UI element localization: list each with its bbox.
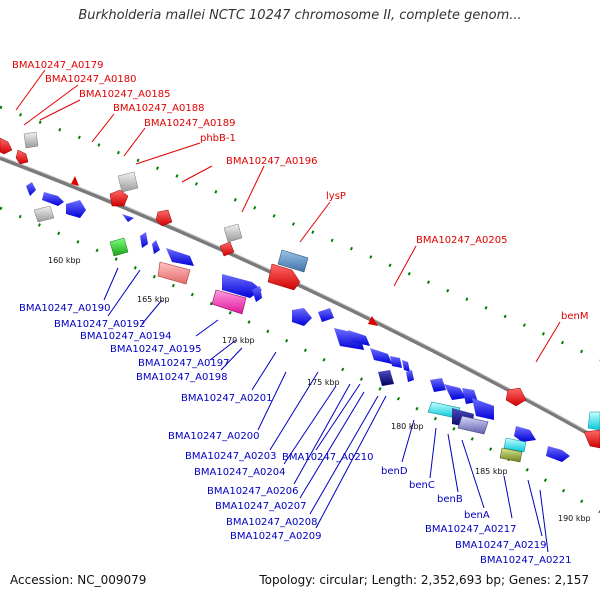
gene-label: BMA10247_A0197: [138, 358, 229, 369]
gene-feature: [368, 316, 378, 326]
gene-feature: [33, 205, 55, 223]
gene-label: BMA10247_A0210: [282, 452, 373, 463]
gene-label: phbB-1: [200, 133, 236, 144]
gene-label: BMA10247_A0190: [19, 303, 110, 314]
gene-feature: [430, 378, 446, 392]
ruler-label: 165 kbp: [137, 295, 170, 304]
gene-label: BMA10247_A0209: [230, 531, 321, 542]
gene-label: BMA10247_A0195: [110, 344, 201, 355]
gene-feature: [318, 308, 334, 322]
gene-feature: [109, 237, 129, 257]
top-labels: BMA10247_A0179 BMA10247_A0180 BMA10247_A…: [12, 60, 588, 322]
gene-feature: [152, 240, 160, 254]
gene-feature: [514, 426, 536, 442]
gene-label: BMA10247_A0206: [207, 486, 298, 497]
gene-feature: [157, 261, 191, 285]
gene-feature: [292, 308, 312, 326]
gene-feature: [252, 286, 262, 302]
gene-label: BMA10247_A0200: [168, 431, 259, 442]
gene-label: BMA10247_A0189: [144, 118, 235, 129]
ruler-label: 190 kbp: [558, 514, 591, 523]
gene-label: BMA10247_A0188: [113, 103, 204, 114]
gene-feature: [219, 241, 235, 257]
gene-feature: [583, 429, 600, 449]
gene-label: BMA10247_A0207: [215, 501, 306, 512]
gene-feature: [223, 223, 243, 243]
gene-label: BMA10247_A0221: [480, 555, 571, 566]
gene-feature: [23, 131, 39, 149]
bottom-leader-lines: [103, 267, 549, 553]
gene-feature: [348, 330, 370, 346]
map-title: Burkholderia mallei NCTC 10247 chromosom…: [78, 8, 522, 23]
gene-feature: [117, 171, 139, 193]
gene-feature: [378, 370, 394, 386]
gene-feature: [71, 176, 79, 186]
gene-feature: [370, 348, 392, 364]
top-strand-features: [0, 131, 600, 449]
gene-label: benC: [409, 480, 435, 491]
gene-feature: [66, 200, 86, 218]
bottom-strand-features: [26, 182, 570, 463]
gene-feature: [109, 189, 129, 207]
gene-feature: [42, 192, 64, 206]
gene-feature: [140, 232, 148, 248]
gene-label: BMA10247_A0204: [194, 467, 285, 478]
gene-feature: [26, 182, 36, 196]
gene-label: BMA10247_A0205: [416, 235, 507, 246]
gene-label: benM: [561, 311, 588, 322]
gene-label: BMA10247_A0192: [54, 319, 145, 330]
gene-label: BMA10247_A0198: [136, 372, 227, 383]
gene-feature: [587, 411, 600, 431]
gene-label: BMA10247_A0179: [12, 60, 103, 71]
gene-feature: [402, 360, 410, 372]
gene-label: BMA10247_A0185: [79, 89, 170, 100]
ruler-label: 185 kbp: [475, 467, 508, 476]
gene-label: benA: [464, 510, 490, 521]
gene-feature: [390, 356, 402, 368]
gene-feature: [155, 209, 173, 227]
gene-label: lysP: [326, 191, 346, 202]
bottom-labels: BMA10247_A0190 BMA10247_A0192 BMA10247_A…: [19, 303, 571, 566]
gene-feature: [211, 289, 247, 315]
gene-label: benB: [437, 494, 463, 505]
gene-label: BMA10247_A0217: [425, 524, 516, 535]
gene-feature: [472, 398, 494, 420]
gene-feature: [0, 137, 13, 155]
gene-feature: [222, 274, 262, 298]
gene-label: BMA10247_A0180: [45, 74, 136, 85]
gene-feature: [503, 437, 527, 453]
ruler-label: 180 kbp: [391, 422, 424, 431]
gene-label: BMA10247_A0196: [226, 156, 317, 167]
ruler-labels: 160 kbp 165 kbp 170 kbp 175 kbp 180 kbp …: [48, 256, 591, 523]
genome-summary-text: Topology: circular; Length: 2,352,693 bp…: [259, 573, 589, 587]
gene-feature: [457, 415, 489, 435]
tick-track-inner: [0, 206, 600, 514]
gene-feature: [166, 248, 194, 266]
gene-label: BMA10247_A0219: [455, 540, 546, 551]
gene-feature: [444, 384, 466, 400]
gene-feature: [122, 214, 134, 222]
gene-feature: [267, 263, 301, 291]
ruler-label: 175 kbp: [307, 378, 340, 387]
gene-feature: [406, 370, 414, 382]
top-leader-lines: [15, 69, 561, 363]
gene-label: BMA10247_A0208: [226, 517, 317, 528]
gene-label: benD: [381, 466, 408, 477]
ruler-label: 170 kbp: [222, 336, 255, 345]
gene-feature: [277, 249, 309, 273]
gene-label: BMA10247_A0201: [181, 393, 272, 404]
gene-label: BMA10247_A0194: [80, 331, 171, 342]
gene-feature: [546, 446, 570, 462]
accession-text: Accession: NC_009079: [10, 573, 147, 587]
gene-feature: [499, 447, 523, 463]
gene-label: BMA10247_A0203: [185, 451, 276, 462]
ruler-label: 160 kbp: [48, 256, 81, 265]
gene-feature: [15, 149, 29, 165]
gene-feature: [505, 387, 527, 407]
